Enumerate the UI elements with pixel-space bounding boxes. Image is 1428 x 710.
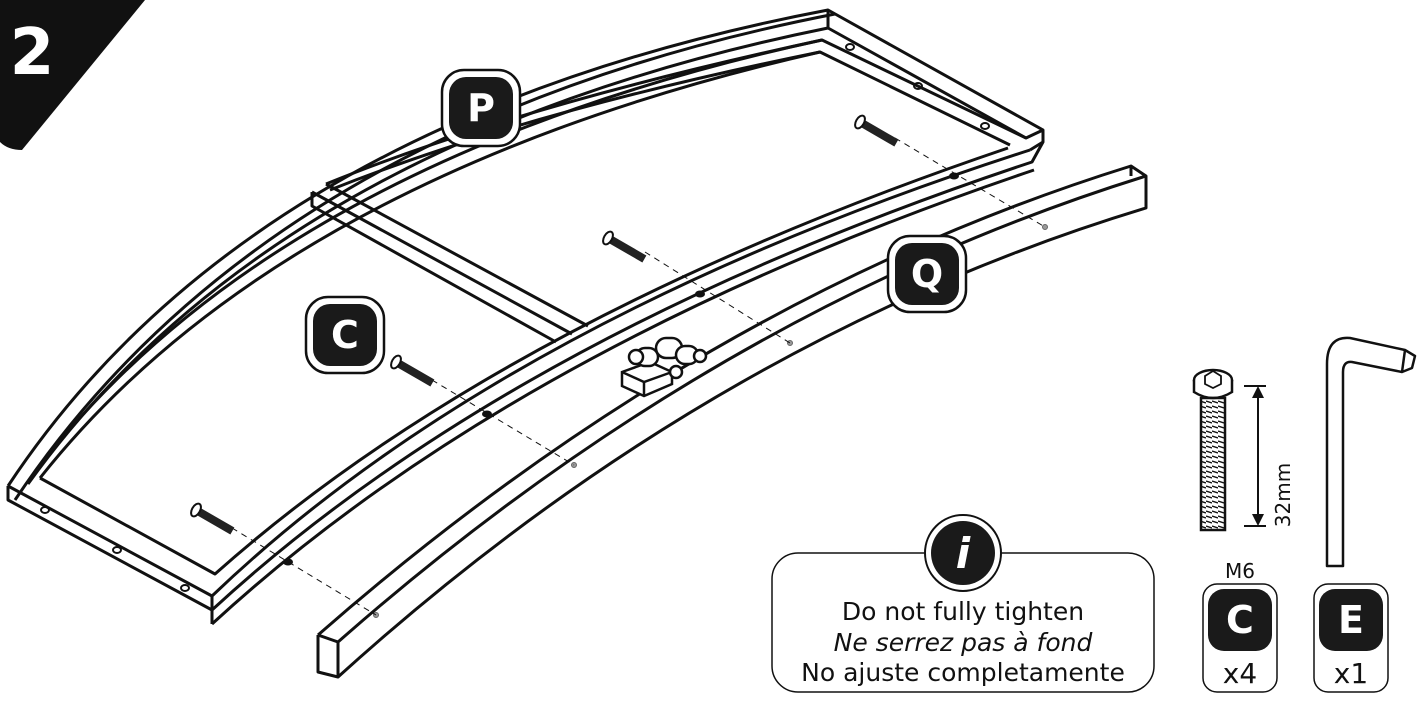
- bolt-c-2: [390, 354, 435, 387]
- hardware-allen-key-illustration: [1325, 336, 1417, 568]
- part-label-p: P: [440, 68, 522, 148]
- svg-text:C: C: [331, 313, 359, 357]
- note-line-es: No ajuste completamente: [801, 658, 1125, 687]
- frame-p-holes: [40, 43, 990, 592]
- info-note: i Do not fully tighten Ne serrez pas à f…: [771, 514, 1155, 693]
- hardware-qty-e: x1: [1334, 657, 1368, 690]
- svg-text:i: i: [956, 529, 971, 578]
- hardware-card-e: E x1: [1313, 583, 1389, 693]
- rail-q: [316, 164, 1148, 679]
- info-icon: i: [924, 514, 1002, 592]
- bolt-spec-label: M6: [1225, 559, 1255, 583]
- svg-text:P: P: [467, 86, 495, 130]
- note-line-fr: Ne serrez pas à fond: [834, 628, 1093, 657]
- bolt-length-dimension: [1244, 385, 1266, 527]
- bolt-length-label: 32mm: [1271, 463, 1295, 527]
- note-line-en: Do not fully tighten: [842, 597, 1084, 626]
- part-label-q: Q: [886, 234, 968, 314]
- hardware-qty-c: x4: [1223, 657, 1257, 690]
- part-label-c: C: [304, 295, 386, 375]
- hardware-letter-c: C: [1226, 598, 1254, 642]
- hardware-card-c: C x4: [1202, 583, 1278, 693]
- bolt-c-3: [602, 230, 647, 263]
- hardware-letter-e: E: [1338, 598, 1364, 642]
- hardware-bolt-illustration: [1192, 368, 1234, 532]
- bolt-c-4: [854, 114, 899, 147]
- step-number-tab: 2: [0, 0, 145, 150]
- rail-bracket: [620, 336, 708, 398]
- alignment-lines: [231, 137, 1046, 616]
- frame-p: [6, 8, 1045, 626]
- svg-text:Q: Q: [911, 252, 943, 296]
- step-number: 2: [10, 16, 55, 90]
- bolt-c-1: [190, 502, 235, 535]
